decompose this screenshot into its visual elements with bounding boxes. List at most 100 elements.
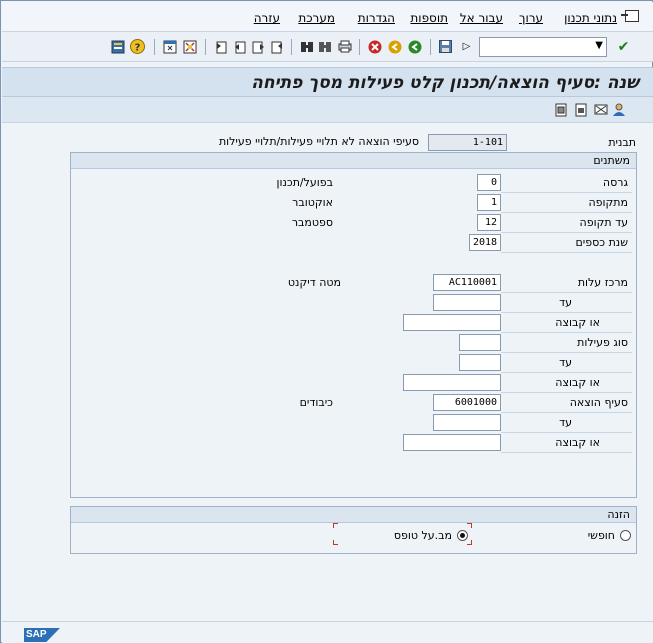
row-divider: [501, 452, 632, 453]
menu-planning-data[interactable]: נתוני תכנון: [564, 11, 617, 25]
separator: [154, 39, 155, 55]
template-label: תבנית: [608, 136, 636, 149]
check-icon[interactable]: ✔: [617, 38, 630, 55]
cost-center-group-field[interactable]: [403, 314, 501, 331]
create-session-icon[interactable]: [162, 39, 177, 54]
cancel-icon[interactable]: [367, 39, 382, 54]
form-entry-label[interactable]: מב.על טופס: [393, 529, 452, 542]
version-label: גרסה: [602, 176, 628, 189]
activity-type-label: סוג פעילות: [577, 336, 628, 349]
help-icon[interactable]: ?: [130, 39, 145, 54]
first-page-icon[interactable]: [213, 39, 228, 54]
command-dropdown-icon[interactable]: ▼: [595, 40, 603, 51]
free-entry-radio[interactable]: [620, 530, 631, 541]
find-next-icon[interactable]: [317, 39, 332, 54]
row-divider: [501, 432, 632, 433]
variables-group-title: משתנים: [593, 154, 630, 167]
from-period-label: מתקופה: [588, 196, 628, 209]
cost-center-description: מטה דיקנט: [287, 276, 341, 289]
version-field[interactable]: 0: [477, 174, 501, 191]
row-divider: [501, 332, 632, 333]
separator: [205, 39, 206, 55]
row-divider: [501, 252, 632, 253]
entry-group: הזנה חופשי מב.על טופס: [70, 506, 637, 554]
status-bar: SAP: [2, 621, 653, 643]
row-divider: [501, 292, 632, 293]
cost-element-group-field[interactable]: [403, 434, 501, 451]
free-entry-label[interactable]: חופשי: [587, 529, 615, 542]
cost-element-label: סעיף הוצאה: [569, 396, 628, 409]
menu-edit[interactable]: ערוך: [519, 11, 543, 25]
cost-element-group-label: או קבוצה: [555, 436, 600, 449]
template-description: סעיפי הוצאה לא תלויי פעילות/תלויי פעילות: [218, 135, 419, 148]
to-period-description: ספטמבר: [291, 216, 333, 229]
menu-help[interactable]: עזרה: [253, 11, 280, 25]
to-period-field[interactable]: 12: [477, 214, 501, 231]
cost-center-field[interactable]: AC110001: [433, 274, 501, 291]
menu-settings[interactable]: הגדרות: [357, 11, 395, 25]
print-icon[interactable]: [337, 39, 352, 54]
separator: [430, 39, 431, 55]
activity-type-to-label: עד: [559, 356, 572, 369]
selection-screen: תבנית 1-101 סעיפי הוצאה לא תלויי פעילות/…: [2, 123, 653, 621]
row-divider: [501, 192, 632, 193]
activity-type-group-field[interactable]: [403, 374, 501, 391]
cost-center-to-field[interactable]: [433, 294, 501, 311]
menu-system[interactable]: מערכת: [298, 11, 335, 25]
row-divider: [501, 392, 632, 393]
row-divider: [501, 312, 632, 313]
save-icon[interactable]: [438, 39, 453, 54]
version-description: בפועל/תכנון: [276, 176, 333, 189]
shortcut-icon[interactable]: [182, 39, 197, 54]
back-icon[interactable]: [407, 39, 422, 54]
find-icon[interactable]: [299, 39, 314, 54]
to-period-label: עד תקופה: [579, 216, 628, 229]
previous-page-icon[interactable]: [232, 39, 247, 54]
title-bar: שנה :סעיף הוצאה/תכנון קלט פעילות מסך פתי…: [2, 67, 653, 97]
entry-group-title: הזנה: [607, 508, 630, 521]
activity-type-field[interactable]: [459, 334, 501, 351]
separator: [359, 39, 360, 55]
document-icon[interactable]: [573, 102, 588, 117]
form-entry-radio[interactable]: [457, 530, 468, 541]
sap-logo: SAP: [24, 628, 60, 642]
focus-corner: [333, 540, 338, 545]
from-period-field[interactable]: 1: [477, 194, 501, 211]
svg-text:?: ?: [135, 43, 141, 54]
cost-element-description: כיבודים: [299, 396, 333, 409]
separator: [291, 39, 292, 55]
document-save-icon[interactable]: [553, 102, 568, 117]
page-title: שנה :סעיף הוצאה/תכנון קלט פעילות מסך פתי…: [251, 73, 639, 93]
cost-center-to-label: עד: [559, 296, 572, 309]
row-divider: [501, 232, 632, 233]
exit-icon[interactable]: [387, 39, 402, 54]
row-divider: [501, 412, 632, 413]
next-page-icon[interactable]: [251, 39, 266, 54]
application-toolbar: [2, 97, 653, 123]
fiscal-year-field[interactable]: 2018: [469, 234, 501, 251]
row-divider: [501, 372, 632, 373]
next-icon[interactable]: ▷: [462, 40, 471, 52]
system-menu-icon[interactable]: [621, 10, 639, 22]
menu-extras[interactable]: תוספות: [410, 11, 448, 25]
menu-goto[interactable]: עבור אל: [459, 11, 503, 25]
menu-bar: נתוני תכנון ערוך עבור אל תוספות הגדרות מ…: [2, 2, 653, 32]
cost-element-field[interactable]: 6001000: [433, 394, 501, 411]
fiscal-year-label: שנת כספים: [575, 236, 628, 249]
from-period-description: אוקטובר: [292, 196, 333, 209]
focus-corner: [467, 540, 472, 545]
activity-type-to-field[interactable]: [459, 354, 501, 371]
customize-layout-icon[interactable]: [110, 39, 125, 54]
activity-type-group-label: או קבוצה: [555, 376, 600, 389]
person-icon[interactable]: [612, 102, 627, 117]
row-divider: [501, 352, 632, 353]
focus-corner: [467, 523, 472, 528]
variables-group-header: משתנים: [71, 153, 636, 169]
last-page-icon[interactable]: [270, 39, 285, 54]
cost-element-to-field[interactable]: [433, 414, 501, 431]
command-field[interactable]: ▼: [479, 37, 607, 57]
template-field: 1-101: [428, 134, 507, 151]
overview-icon[interactable]: [593, 102, 608, 117]
cost-element-to-label: עד: [559, 416, 572, 429]
